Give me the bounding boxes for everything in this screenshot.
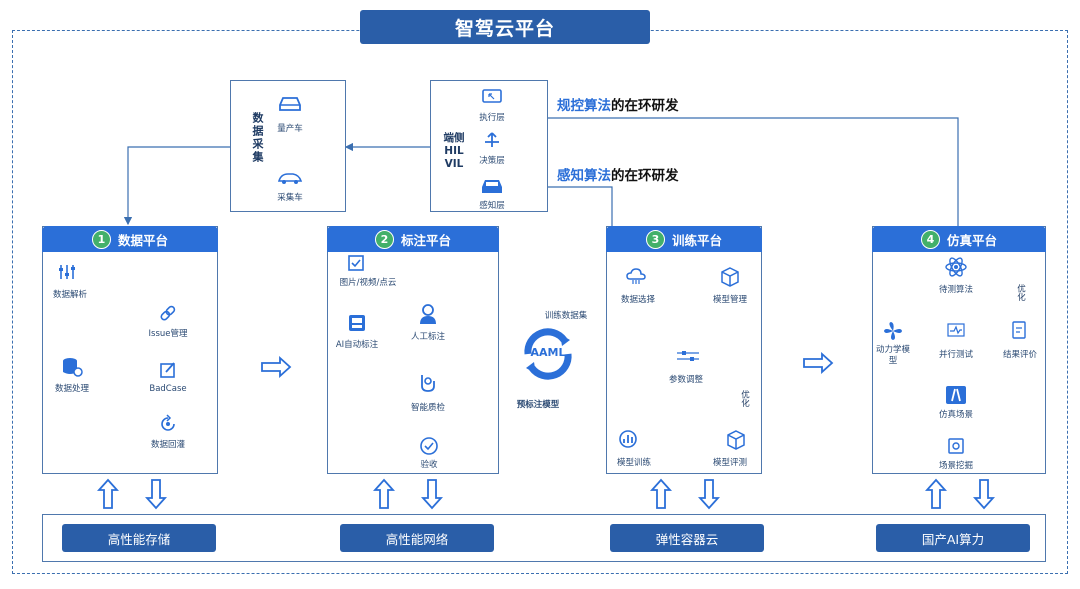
- source-label: 图片/视频/点云: [339, 278, 397, 288]
- exec-layer-label: 执行层: [479, 113, 505, 123]
- data-collection-label: 数据采集: [251, 112, 264, 164]
- perception-layer-label: 感知层: [479, 201, 505, 211]
- ai-label-icon: [346, 312, 368, 338]
- check-circle-icon: [419, 436, 439, 460]
- report-icon: [1011, 320, 1027, 344]
- tune-icon: [675, 348, 701, 367]
- train-optimize-label: 优化: [739, 390, 750, 407]
- model-mgmt-label: 模型管理: [712, 295, 748, 305]
- issue-mgmt-label: Issue管理: [148, 329, 188, 339]
- link-icon: [158, 304, 178, 328]
- perception-loop-label: 感知算法的在环研发: [557, 168, 679, 184]
- control-loop-label: 规控算法的在环研发: [557, 98, 679, 114]
- infra-storage[interactable]: 高性能存储: [62, 524, 216, 552]
- scene-mining-label: 场景挖掘: [938, 461, 974, 471]
- data-select-label: 数据选择: [620, 295, 656, 305]
- car-icon: [277, 95, 303, 117]
- result-eval-label: 结果评价: [1002, 350, 1038, 360]
- mining-icon: [946, 436, 966, 460]
- image-check-icon: [347, 254, 365, 276]
- infra-ai-compute[interactable]: 国产AI算力: [876, 524, 1030, 552]
- perception-car-icon: [479, 176, 505, 200]
- road-icon: [944, 384, 968, 410]
- down-arrow-icon: [420, 478, 444, 514]
- fan-icon: [882, 320, 904, 346]
- decision-icon: [481, 130, 503, 154]
- parallel-test-label: 并行测试: [938, 350, 974, 360]
- quality-check-label: 智能质检: [410, 403, 446, 413]
- simulation-platform-box: [872, 226, 1046, 474]
- aaml-loop-icon: [518, 326, 578, 386]
- model-eval-label: 模型评测: [712, 458, 748, 468]
- database-icon: [60, 356, 84, 382]
- sim-optimize-label: 优化: [1015, 284, 1026, 301]
- data-loop-label: 数据回灌: [150, 440, 186, 450]
- chart-icon: [618, 429, 638, 453]
- quality-icon: [418, 372, 438, 398]
- down-arrow-icon: [972, 478, 996, 514]
- param-tune-label: 参数调整: [668, 375, 704, 385]
- right-arrow-icon: [802, 351, 834, 378]
- data-process-label: 数据处理: [54, 384, 90, 394]
- up-arrow-icon: [649, 478, 673, 514]
- monitor-icon: [481, 88, 503, 110]
- person-icon: [417, 302, 439, 330]
- model-train-label: 模型训练: [616, 458, 652, 468]
- ai-auto-label: AI自动标注: [335, 340, 379, 350]
- page-title: 智驾云平台: [360, 10, 650, 44]
- manual-label: 人工标注: [410, 332, 446, 342]
- annotation-platform-box: [327, 226, 499, 474]
- badcase-label: BadCase: [149, 384, 187, 394]
- accept-label: 验收: [420, 460, 438, 470]
- refresh-icon: [158, 414, 178, 438]
- up-arrow-icon: [372, 478, 396, 514]
- sliders-icon: [57, 262, 79, 286]
- algo-under-test-label: 待测算法: [938, 285, 974, 295]
- collection-car-label: 采集车: [277, 193, 303, 203]
- cloud-icon: [625, 266, 647, 290]
- parallel-test-icon: [946, 322, 966, 342]
- decision-layer-label: 决策层: [479, 156, 505, 166]
- up-arrow-icon: [96, 478, 120, 514]
- atom-icon: [944, 256, 968, 282]
- cube-icon: [720, 266, 740, 292]
- aaml-logo: AAML: [530, 346, 566, 359]
- data-collection-box: [230, 80, 346, 212]
- edit-icon: [158, 360, 178, 384]
- aaml-top-label: 训练数据集: [544, 311, 588, 321]
- down-arrow-icon: [697, 478, 721, 514]
- up-arrow-icon: [924, 478, 948, 514]
- right-arrow-icon: [260, 355, 292, 382]
- infra-network[interactable]: 高性能网络: [340, 524, 494, 552]
- infra-container-cloud[interactable]: 弹性容器云: [610, 524, 764, 552]
- eval-cube-icon: [725, 429, 747, 455]
- sim-scene-label: 仿真场景: [938, 410, 974, 420]
- down-arrow-icon: [144, 478, 168, 514]
- dynamics-model-label: 动力学模型: [876, 345, 911, 366]
- data-parse-label: 数据解析: [52, 290, 88, 300]
- edge-label: 端侧 HIL VIL: [443, 132, 465, 170]
- collection-car-icon: [277, 170, 303, 189]
- mass-production-car-label: 量产车: [277, 124, 303, 134]
- aaml-bottom-label: 预标注模型: [516, 400, 560, 410]
